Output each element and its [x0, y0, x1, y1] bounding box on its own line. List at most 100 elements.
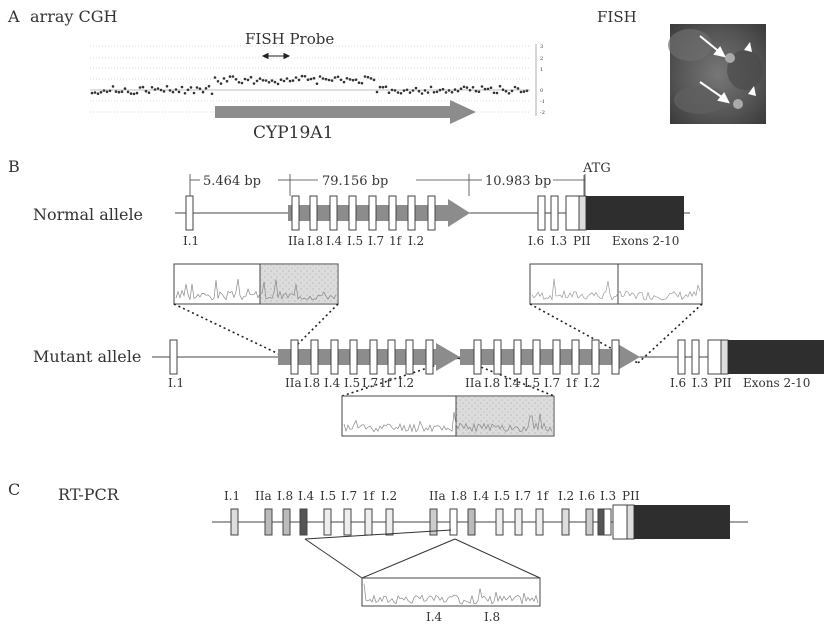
exon-box: [678, 340, 685, 374]
rt-pcr-connector-lines: [305, 530, 540, 578]
cgh-point: [241, 82, 244, 85]
chromatogram-breakpoint-right: [530, 264, 702, 304]
exon-box: [170, 340, 177, 374]
cgh-tick: -1: [540, 99, 545, 105]
exon-label: I.7: [341, 489, 357, 503]
exon-label: I.8: [484, 376, 500, 390]
cgh-point: [313, 77, 316, 80]
exon-label: I.5: [320, 489, 336, 503]
cgh-point: [94, 91, 97, 94]
cgh-point: [337, 76, 340, 79]
exon-box: [468, 509, 475, 535]
cgh-point: [397, 91, 400, 94]
exon-box: [426, 340, 433, 374]
coding-exons-block: [634, 505, 730, 539]
cgh-point: [250, 76, 253, 79]
cgh-point: [517, 87, 520, 90]
cgh-point: [127, 91, 130, 94]
exon-label: I.8: [451, 489, 467, 503]
cgh-data-points: [91, 75, 529, 95]
cgh-point: [391, 89, 394, 92]
cgh-point: [427, 91, 430, 94]
exon-label: I.5: [347, 234, 363, 248]
cgh-point: [91, 92, 94, 95]
exon-box: [350, 340, 357, 374]
cgh-point: [445, 91, 448, 94]
cgh-point: [460, 87, 463, 90]
exon-box: [291, 340, 298, 374]
cgh-point: [136, 92, 139, 95]
exon-label: I.6: [579, 489, 595, 503]
cgh-point: [277, 83, 280, 86]
exon-label: PII: [714, 376, 732, 390]
cgh-point: [499, 85, 502, 88]
atg-label: ATG: [582, 161, 611, 176]
exon-box: [370, 340, 377, 374]
exon-box: [721, 340, 728, 374]
cgh-point: [151, 86, 154, 89]
panel-a: A array CGH 3 2 1 0 -1 -2 FISH Probe: [7, 7, 766, 143]
cgh-point: [247, 79, 250, 82]
exon-box: [572, 340, 579, 374]
cgh-point: [229, 75, 232, 78]
cgh-point: [181, 86, 184, 89]
cgh-point: [220, 82, 223, 85]
panel-c-label: RT-PCR: [58, 485, 120, 504]
exon-label: I.3: [600, 489, 616, 503]
exon-label: I.5: [344, 376, 360, 390]
exon-label: I.1: [224, 489, 240, 503]
trace-label: I.4: [426, 610, 443, 624]
cgh-point: [439, 89, 442, 92]
exon-label: I.7: [544, 376, 560, 390]
exon-box: [553, 340, 560, 374]
cgh-axis-ticks: 3 2 1 0 -1 -2: [540, 44, 545, 116]
cgh-point: [106, 91, 109, 94]
cgh-point: [193, 92, 196, 95]
exon-box: [592, 340, 599, 374]
cgh-point: [415, 87, 418, 90]
cgh-point: [265, 79, 268, 82]
mutant-exon-labels: I.1 IIa I.8 I.4 I.5 I.7 1f I.2 IIa I.8 I…: [168, 376, 810, 390]
exon-label: I.3: [551, 234, 567, 248]
cgh-point: [523, 90, 526, 93]
coding-exons-block: [586, 196, 684, 230]
cgh-point: [334, 76, 337, 79]
exon-box: [349, 196, 356, 230]
cgh-point: [526, 90, 529, 93]
cgh-point: [148, 91, 151, 94]
cgh-point: [289, 80, 292, 83]
exon-label: I.1: [168, 376, 184, 390]
coding-exons-block: [728, 340, 824, 374]
cyp19a1-label: CYP19A1: [253, 123, 333, 143]
cgh-point: [169, 89, 172, 92]
cgh-point: [214, 76, 217, 79]
exon-label: I.4: [504, 376, 521, 390]
cgh-point: [316, 82, 319, 85]
exon-label: IIa: [429, 489, 446, 503]
exon-label: I.6: [528, 234, 544, 248]
cgh-point: [469, 89, 472, 92]
exon-box: [515, 509, 522, 535]
exon-label: 1f: [362, 489, 376, 503]
cgh-point: [223, 77, 226, 80]
exon-box: [613, 505, 627, 539]
exon-box: [428, 196, 435, 230]
cgh-point: [211, 93, 214, 96]
exon-label: I.8: [307, 234, 323, 248]
cgh-point: [340, 79, 343, 82]
exon-box: [538, 196, 545, 230]
cgh-point: [433, 91, 436, 94]
exon-box: [551, 196, 558, 230]
exon-box: [494, 340, 501, 374]
cgh-point: [145, 90, 148, 93]
cgh-point: [394, 89, 397, 92]
exon-box: [300, 509, 307, 535]
cgh-point: [511, 90, 514, 93]
exon-label: I.4: [473, 489, 490, 503]
panel-a-label: array CGH: [30, 7, 118, 26]
cgh-point: [514, 86, 517, 89]
cgh-point: [286, 77, 289, 80]
chromatogram-breakpoint-left: [174, 264, 338, 304]
distance-3-label: 10.983 bp: [485, 174, 551, 189]
cgh-point: [97, 92, 100, 95]
